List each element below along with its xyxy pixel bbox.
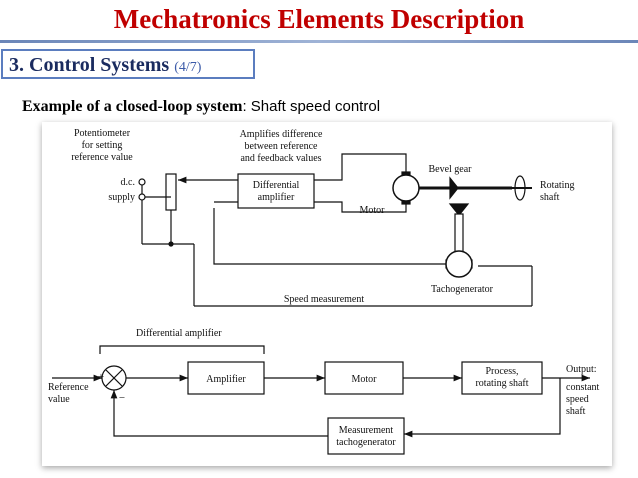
bevel-gear-icon [449, 176, 459, 200]
section-title: 3. Control Systems (4/7) [9, 54, 201, 79]
amplifies-label-3: and feedback values [240, 153, 321, 164]
title-divider [0, 40, 638, 43]
speed-measurement-label: Speed measurement [284, 294, 364, 305]
reference-label-1: Reference [48, 382, 89, 393]
diagram-figure: Potentiometer for setting reference valu… [42, 122, 612, 466]
output-label-4: shaft [566, 406, 586, 417]
section-title-text: 3. Control Systems [9, 54, 170, 76]
process-block-label-2: rotating shaft [475, 378, 528, 389]
tachogenerator-icon [445, 250, 473, 278]
section-page-counter: (4/7) [174, 60, 202, 75]
summing-plus-sign: + [98, 371, 104, 383]
motor-block [324, 361, 404, 395]
dc-label-1: d.c. [121, 177, 135, 188]
wire-junction [168, 241, 174, 247]
rotating-shaft-label-1: Rotating [540, 180, 574, 191]
motor-supply-bottom [314, 201, 407, 213]
motor-icon [392, 174, 420, 202]
diffamp-bracket-label: Differential amplifier [136, 328, 222, 339]
diffamp-label-2: amplifier [258, 192, 295, 203]
output-label-2: constant [566, 382, 600, 393]
potentiometer-resistor [165, 173, 177, 211]
motor-supply-top [314, 153, 407, 181]
process-block-label-1: Process, [485, 366, 518, 377]
potentiometer-label-1: Potentiometer [74, 128, 131, 139]
diagram-svg: Potentiometer for setting reference valu… [48, 128, 600, 455]
subtitle-rest: : Shaft speed control [242, 98, 381, 115]
block-labels: Differential amplifier Reference value +… [48, 328, 600, 448]
differential-amplifier-box [237, 173, 315, 209]
tacho-shaft [454, 213, 464, 253]
section-header: 3. Control Systems (4/7) [1, 49, 255, 79]
rotating-shaft-label-2: shaft [540, 192, 560, 203]
motor-label: Motor [360, 205, 386, 216]
amplifier-block-label: Amplifier [206, 374, 246, 385]
schematic-diagram [141, 153, 533, 307]
schematic-labels: Potentiometer for setting reference valu… [71, 128, 574, 305]
dc-terminals [138, 178, 174, 247]
dc-terminal-top [138, 178, 146, 186]
bevel-gear-label: Bevel gear [428, 164, 472, 175]
measurement-block-label-2: tachogenerator [336, 437, 396, 448]
output-label-3: speed [566, 394, 589, 405]
tacho-to-amp-wire [213, 208, 450, 265]
diffamp-label-1: Differential [253, 180, 300, 191]
differential-amplifier-bracket [99, 345, 265, 354]
motor-block-label: Motor [352, 374, 378, 385]
feedback-to-measurement-arrow [404, 378, 561, 438]
amplifies-label-1: Amplifies difference [240, 129, 323, 140]
measurement-block-label-1: Measurement [339, 425, 394, 436]
block-diagram [52, 345, 590, 455]
dc-label-2: supply [108, 192, 135, 203]
output-label-1: Output: [566, 364, 597, 375]
amplifier-block [187, 361, 265, 395]
potentiometer-label-3: reference value [71, 152, 133, 163]
summing-minus-sign: − [119, 392, 125, 404]
measurement-block [327, 417, 405, 455]
slide-title: Mechatronics Elements Description [113, 4, 525, 34]
dc-terminal-bottom [138, 193, 146, 201]
potentiometer-label-2: for setting [82, 140, 123, 151]
process-block [461, 361, 543, 395]
subtitle-bold: Example of a closed-loop system [22, 98, 243, 115]
amplifies-label-2: between reference [245, 141, 319, 152]
feedback-to-summing-arrow [110, 390, 328, 437]
summing-cross-2 [105, 369, 123, 387]
bevel-gear-lower [448, 203, 470, 215]
example-subtitle: Example of a closed-loop system: Shaft s… [22, 97, 380, 117]
tachogenerator-label: Tachogenerator [431, 284, 494, 295]
reference-label-2: value [48, 394, 70, 405]
